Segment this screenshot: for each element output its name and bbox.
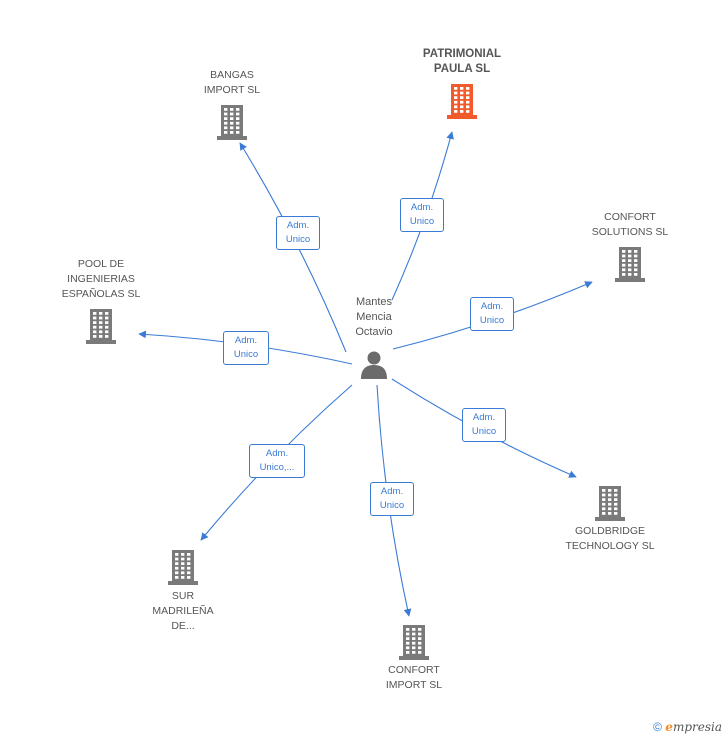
- building-icon: [615, 247, 645, 282]
- company-name-confort-solutions[interactable]: CONFORT SOLUTIONS SL: [591, 211, 669, 238]
- edge-label-bangas[interactable]: Adm. Unico: [276, 216, 320, 250]
- company-name-bangas[interactable]: BANGAS IMPORT SL: [203, 69, 261, 96]
- company-name-sur[interactable]: SUR MADRILEÑA DE...: [152, 590, 214, 632]
- company-name-goldbridge[interactable]: GOLDBRIDGE TECHNOLOGY SL: [565, 525, 655, 552]
- building-icon: [595, 486, 625, 521]
- edge-label-patrimonial[interactable]: Adm. Unico: [400, 198, 444, 232]
- edge-label-pool[interactable]: Adm. Unico: [223, 331, 269, 365]
- footer-brand: © empresia: [653, 720, 722, 734]
- company-name-confort-import[interactable]: CONFORT IMPORT SL: [385, 664, 443, 691]
- copyright-icon: ©: [653, 720, 662, 734]
- building-icon: [86, 309, 116, 344]
- edge-label-goldbridge[interactable]: Adm. Unico: [462, 408, 506, 442]
- person-name: Mantes Mencia Octavio: [355, 296, 393, 338]
- company-name-patrimonial[interactable]: PATRIMONIAL PAULA SL: [422, 48, 502, 75]
- company-name-pool[interactable]: POOL DE INGENIERIAS ESPAÑOLAS SL: [61, 258, 141, 300]
- person-icon: [361, 351, 387, 379]
- edge-label-confort-solutions[interactable]: Adm. Unico: [470, 297, 514, 331]
- building-icon: [217, 105, 247, 140]
- brand-name: mpresia: [672, 720, 722, 734]
- edge-label-sur[interactable]: Adm. Unico,...: [249, 444, 305, 478]
- brand-initial: e: [665, 720, 673, 734]
- building-icon: [168, 550, 198, 585]
- edge-label-confort-import[interactable]: Adm. Unico: [370, 482, 414, 516]
- building-icon: [399, 625, 429, 660]
- building-icon: [447, 84, 477, 119]
